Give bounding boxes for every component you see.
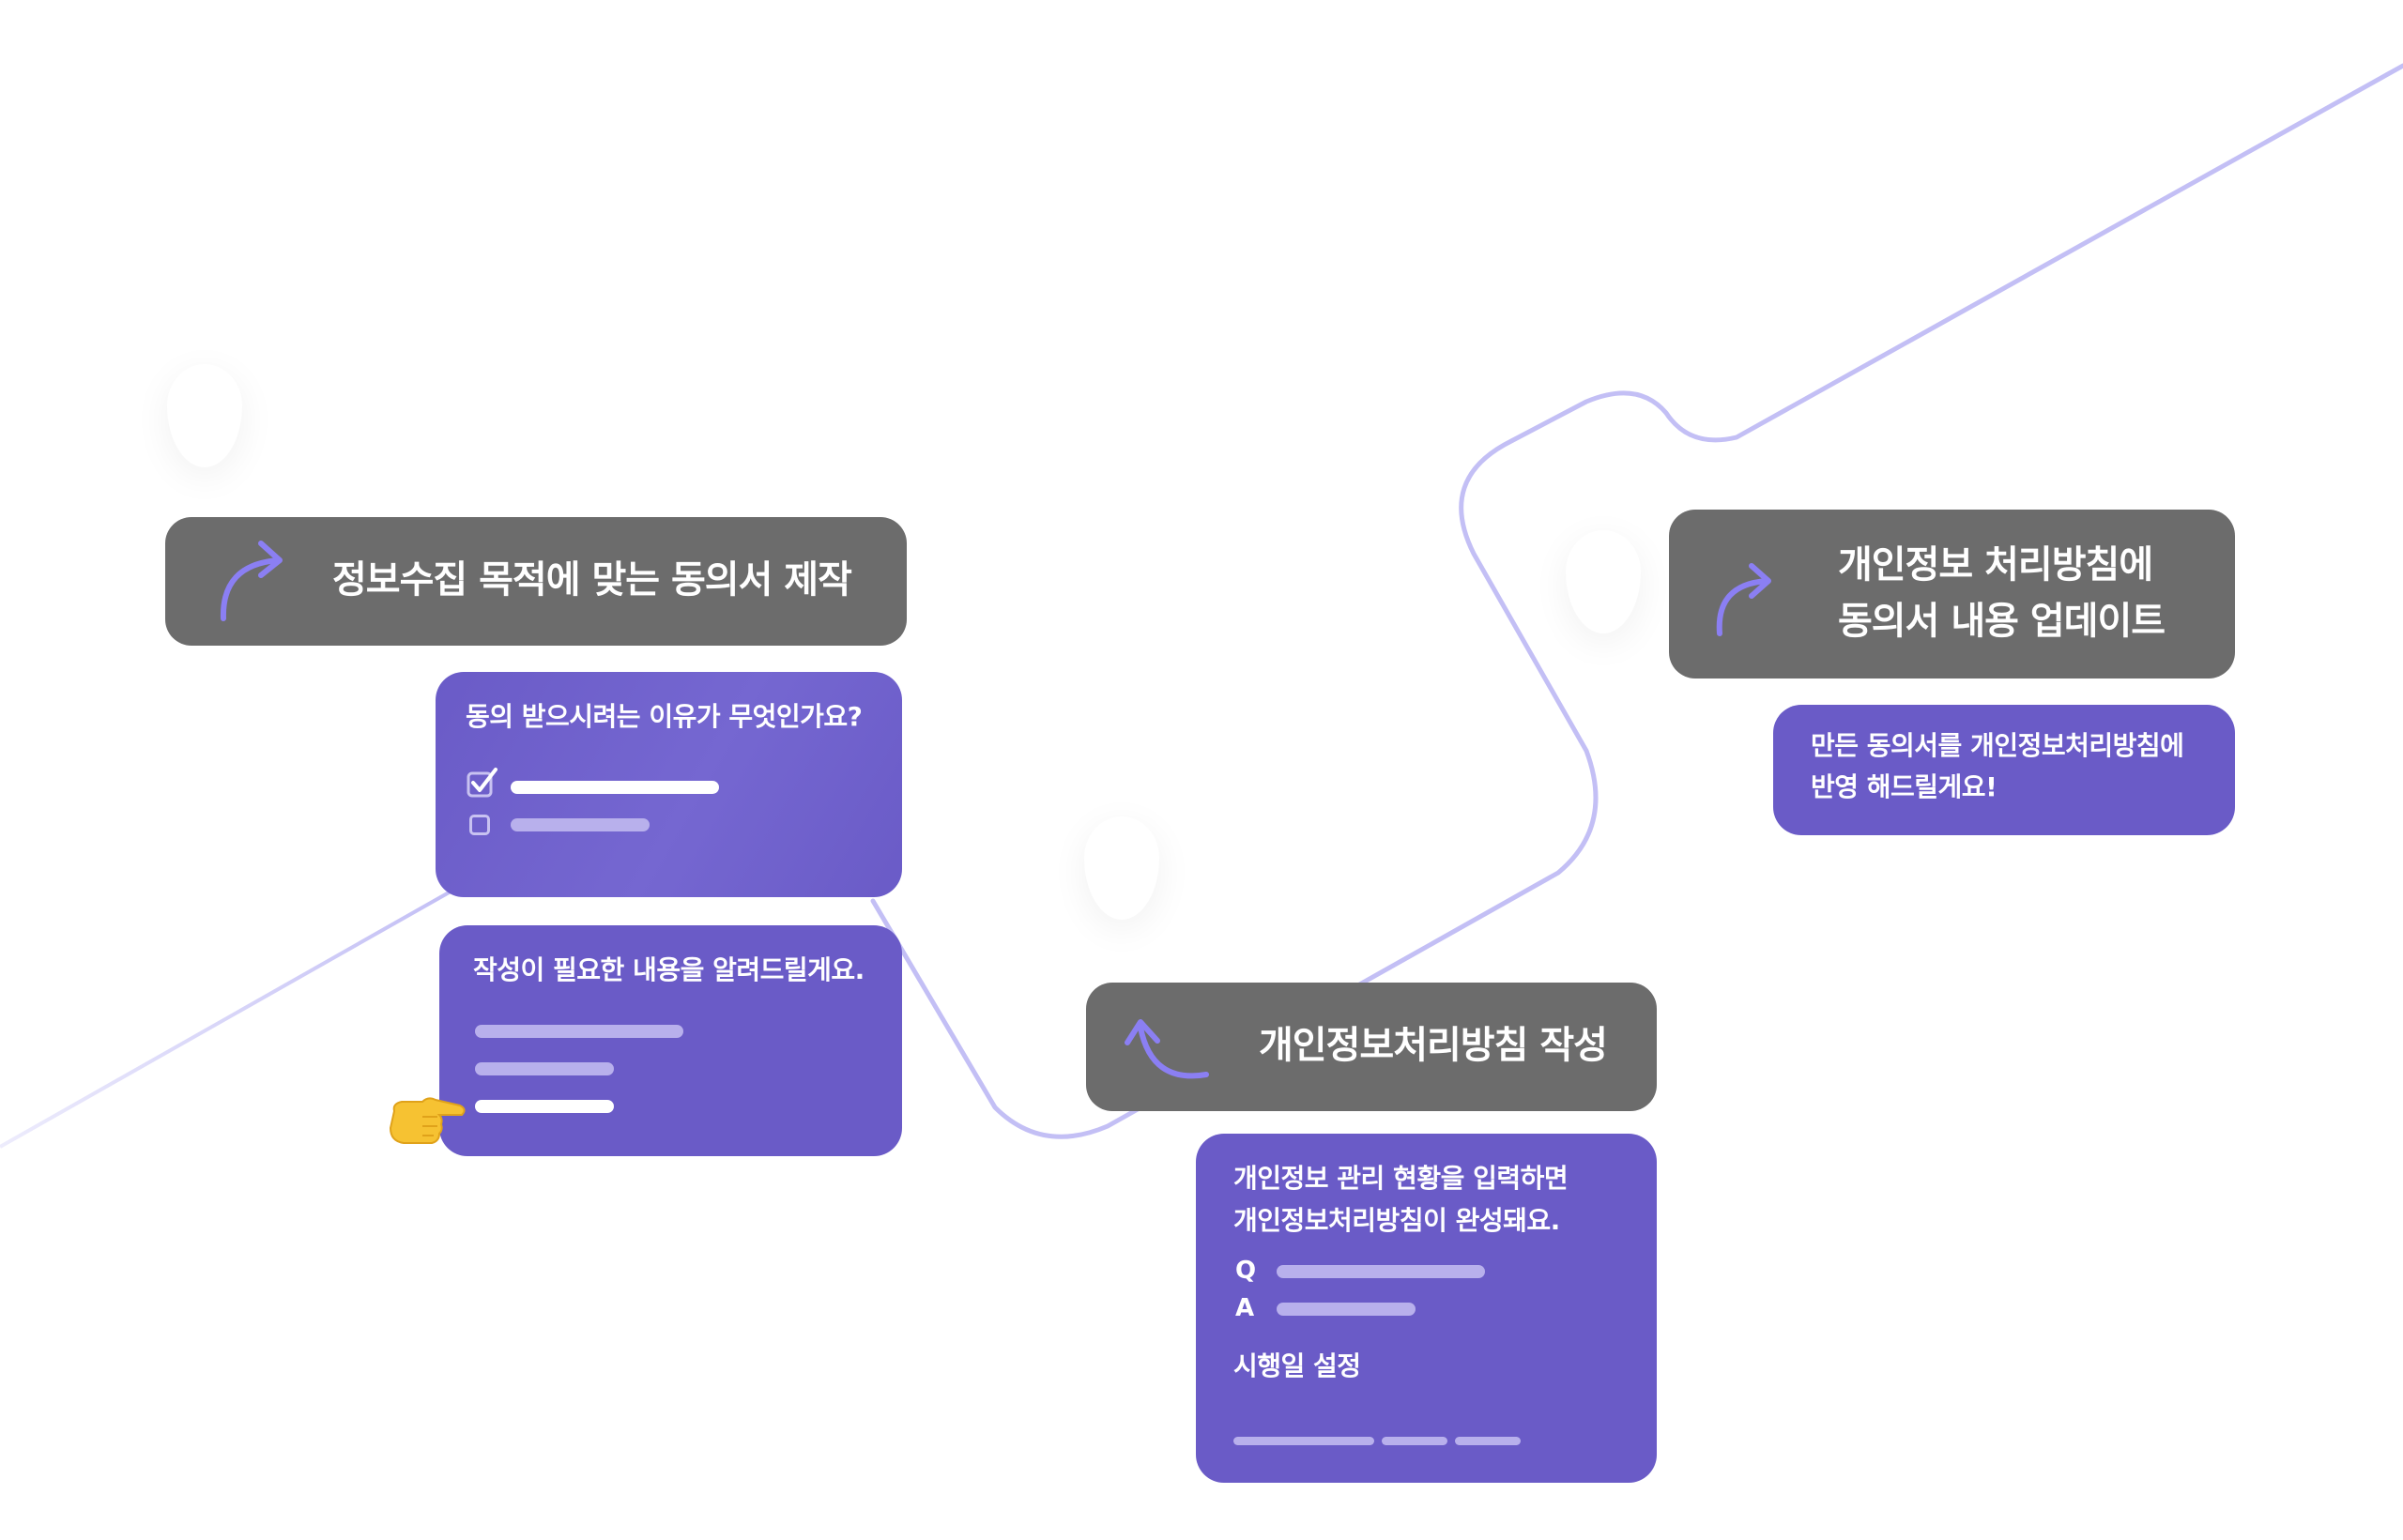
decorative-pin [167,364,242,467]
update-text-line2: 반영 해드릴게요! [1811,771,1997,802]
effective-date-label: 시행일 설정 [1233,1350,1361,1381]
option-bar [511,781,719,794]
question-bar [1277,1265,1485,1278]
content-guide-text: 작성이 필요한 내용을 알려드릴게요. [473,954,865,985]
decorative-pin [1566,530,1641,633]
answer-label: A [1235,1294,1255,1322]
date-bar [1382,1437,1447,1445]
consent-question-text: 동의 받으시려는 이유가 무엇인가요? [466,701,863,732]
curved-arrow-right-icon [1716,563,1771,636]
checkbox-checked-icon [467,768,497,798]
step-1-title: 정보수집 목적에 맞는 동의서 제작 [332,558,852,602]
update-card: 만든 동의서를 개인정보처리방침에 반영 해드릴게요! [1773,705,2235,835]
step-2-title: 개인정보처리방침 작성 [1259,1024,1608,1067]
step-3-header: 개인정보 처리방침에 동의서 내용 업데이트 [1669,510,2235,679]
update-text-line1: 만든 동의서를 개인정보처리방침에 [1811,730,2184,761]
policy-text-line1: 개인정보 관리 현황을 입력하면 [1233,1163,1569,1194]
date-bar [1455,1437,1521,1445]
step-1-header: 정보수집 목적에 맞는 동의서 제작 [165,517,907,646]
step-2-header: 개인정보처리방침 작성 [1086,983,1657,1111]
step-3-title-line2: 동의서 내용 업데이트 [1838,600,2166,643]
date-bar [1233,1437,1374,1445]
policy-text-line2: 개인정보처리방침이 완성돼요. [1233,1205,1560,1236]
content-guide-card: 작성이 필요한 내용을 알려드릴게요. [439,925,902,1156]
question-label: Q [1235,1257,1257,1285]
pointing-hand-icon [389,1097,466,1144]
option-bar [511,818,650,831]
policy-card: 개인정보 관리 현황을 입력하면 개인정보처리방침이 완성돼요. Q A 시행일… [1196,1134,1657,1483]
guide-bar [475,1025,683,1038]
curved-arrow-back-icon [1125,1019,1209,1079]
guide-bar [475,1100,614,1113]
checkbox-empty-icon [469,815,490,835]
curved-arrow-right-icon [220,541,283,621]
guide-bar [475,1062,614,1075]
answer-bar [1277,1303,1416,1316]
consent-question-card: 동의 받으시려는 이유가 무엇인가요? [436,672,902,897]
decorative-pin [1084,816,1159,920]
step-3-title-line1: 개인정보 처리방침에 [1838,543,2153,587]
